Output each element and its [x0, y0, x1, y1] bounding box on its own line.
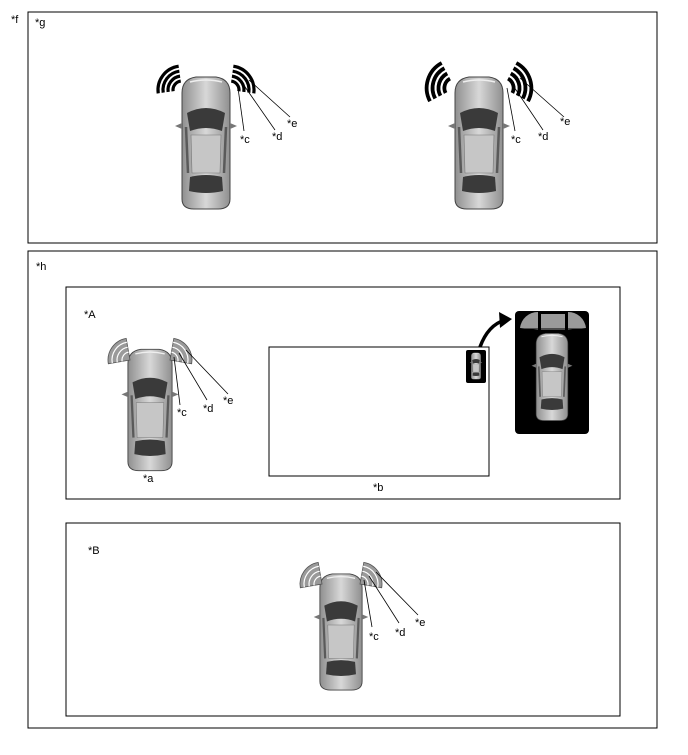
car-icon-B — [312, 572, 370, 692]
car-icon-a — [120, 348, 180, 472]
label-e-B: *e — [415, 617, 425, 629]
panel-B — [65, 522, 621, 717]
enlarged-display — [515, 311, 589, 434]
label-d-g1: *d — [272, 131, 282, 143]
label-g: *g — [35, 17, 45, 29]
leader-lines-g1 — [237, 79, 291, 132]
sensor-fan-icon-a-left — [103, 337, 131, 365]
label-a: *a — [143, 473, 154, 485]
label-e-g2: *e — [560, 116, 570, 128]
label-d-g2: *d — [538, 131, 548, 143]
sensor-fan-icon-B-right — [359, 561, 387, 589]
curved-arrow-icon — [478, 312, 512, 348]
mini-display-icon — [466, 350, 486, 383]
label-b: *b — [373, 482, 383, 494]
car-icon-g2 — [446, 75, 512, 211]
panel-g — [27, 11, 658, 244]
label-d-B: *d — [395, 627, 405, 639]
label-B: *B — [88, 545, 100, 557]
display-screen — [268, 346, 490, 477]
sensor-wave-icon-g1-left — [153, 64, 184, 95]
label-c-B: *c — [369, 631, 379, 643]
sensor-wave-icon-g2-left — [414, 61, 457, 104]
label-c-g1: *c — [240, 134, 250, 146]
car-icon-g1 — [173, 75, 239, 211]
label-h: *h — [36, 261, 46, 273]
panel-A — [65, 286, 621, 500]
label-c-a: *c — [177, 407, 187, 419]
label-e-a: *e — [223, 395, 233, 407]
label-d-a: *d — [203, 403, 213, 415]
label-c-g2: *c — [511, 134, 521, 146]
leader-lines-a — [173, 349, 229, 406]
label-A: *A — [84, 309, 96, 321]
leader-lines-g2 — [506, 77, 565, 132]
panel-h — [27, 250, 658, 729]
label-e-g1: *e — [287, 118, 297, 130]
leader-lines-B — [363, 571, 419, 628]
sensor-wave-icon-g1-right — [228, 64, 259, 95]
label-f: *f — [11, 14, 19, 26]
sensor-fan-icon-B-left — [295, 561, 323, 589]
